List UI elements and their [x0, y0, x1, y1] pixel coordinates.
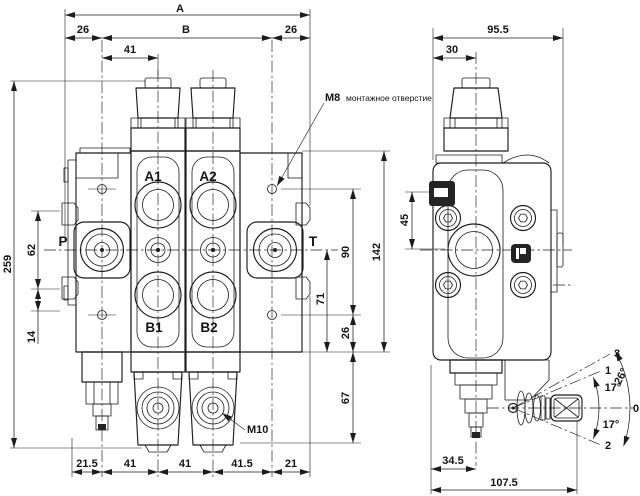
- dim-107-5-label: 107.5: [490, 477, 518, 489]
- dim-b-label: B: [182, 24, 190, 36]
- outlet-nut-top: [295, 202, 311, 226]
- dim-cap-offset: 30: [433, 44, 476, 61]
- bolt: [434, 204, 462, 232]
- lever-pos-2-label: 2: [605, 440, 611, 452]
- dim-41a-label: 41: [124, 458, 136, 470]
- dim-overall-height: 259: [2, 81, 17, 448]
- side-spool-bottom: [449, 359, 503, 438]
- dim-67-label: 67: [340, 392, 352, 404]
- dim-95-5-label: 95.5: [487, 24, 508, 36]
- port-a2-label: A2: [199, 169, 216, 184]
- dim-41b-label: 41: [179, 458, 191, 470]
- dim-41-5-label: 41.5: [231, 458, 252, 470]
- dim-bottom-chain: 21.5 41 41 41.5 21: [72, 458, 310, 475]
- side-view: 3 1 26° 17° 0 17° 2 95.5 30 45: [399, 24, 639, 494]
- m10-callout: M10: [221, 412, 268, 436]
- brand-logo: [511, 244, 531, 263]
- bolt: [434, 271, 462, 299]
- outlet-plate: [239, 152, 311, 353]
- m8-code: M8: [325, 92, 340, 104]
- dim-bolt-span: 45: [399, 192, 415, 249]
- m8-note: монтажное отверстие: [346, 93, 432, 103]
- dim-142-label: 142: [371, 243, 383, 261]
- port-b2: [189, 271, 237, 319]
- dim-259-label: 259: [2, 255, 14, 273]
- lever-pos-0-label: 0: [633, 403, 639, 415]
- spool-boot: [185, 351, 241, 453]
- mounting-hole: [88, 310, 116, 320]
- dim-26b-label: 26: [340, 327, 352, 339]
- valve-section-2: [185, 77, 241, 453]
- m8-callout: M8 монтажное отверстие: [276, 92, 432, 187]
- dim-62-label: 62: [26, 244, 38, 256]
- p-port: [73, 221, 131, 279]
- dim-stem-offset: 34.5: [431, 455, 476, 472]
- bolt: [509, 204, 537, 232]
- front-view: P T A1 A2 B1 B2 A: [2, 3, 432, 477]
- lever-pos-3-label: 3: [614, 348, 620, 360]
- lever-angle-17-down-label: 17°: [603, 419, 620, 431]
- mounting-hole: [267, 310, 277, 320]
- dim-inlet-bolt-span: 62: [26, 211, 41, 289]
- dim-lower-step: 14: [26, 289, 41, 344]
- lever-assembly: [504, 359, 583, 426]
- inlet-nut-bottom: [61, 276, 79, 300]
- side-body: [429, 154, 564, 361]
- port-a2: [189, 181, 237, 229]
- dim-14-label: 14: [26, 330, 38, 343]
- dim-top-chain: 26 B 26: [65, 24, 310, 41]
- spool-cap: [185, 77, 241, 152]
- lever-angle-fan: 3 1 26° 17° 0 17° 2: [512, 348, 639, 452]
- port-a1-label: A1: [144, 169, 162, 184]
- relief-valve: [81, 351, 123, 431]
- lever-angle-17-up-label: 17°: [605, 382, 622, 394]
- spool-boot: [130, 351, 186, 453]
- dim-side-overall-length: 107.5: [431, 477, 577, 493]
- mounting-hole: [88, 184, 116, 194]
- dim-71-label: 71: [315, 293, 327, 305]
- dim-cap-pitch: 41: [102, 44, 158, 61]
- dim-26-right-label: 26: [285, 24, 297, 36]
- m10-code: M10: [247, 424, 268, 436]
- port-b1: [134, 271, 182, 319]
- spool-cap: [130, 77, 186, 152]
- dim-right-chain: 90 26 67: [340, 189, 356, 443]
- dim-45-label: 45: [399, 214, 411, 226]
- side-spool-cap: [443, 77, 509, 152]
- port-t-label: T: [309, 234, 318, 249]
- dim-side-overall-width: 95.5: [433, 24, 563, 41]
- dim-41-top-label: 41: [124, 44, 136, 56]
- bolt: [509, 271, 537, 299]
- dim-30-label: 30: [446, 44, 458, 56]
- outlet-nut-bottom: [295, 276, 311, 300]
- dim-t-port-height: 71: [315, 250, 330, 352]
- port-a1: [134, 181, 182, 229]
- dim-a-label: A: [176, 3, 184, 15]
- t-port: [246, 221, 304, 279]
- dim-plate-height: 142: [371, 151, 387, 352]
- dim-90-label: 90: [340, 246, 352, 258]
- port-p-label: P: [58, 234, 67, 249]
- front-extension-lines: [10, 9, 390, 477]
- lever-pos-1-label: 1: [605, 365, 611, 377]
- inlet-nut-top: [61, 202, 79, 226]
- dim-26-left-label: 26: [77, 24, 89, 36]
- dim-21-label: 21: [285, 458, 297, 470]
- valve-section-1: [130, 77, 186, 453]
- dim-overall-width: A: [65, 3, 310, 18]
- dim-34-5-label: 34.5: [442, 455, 463, 467]
- dim-21-5-label: 21.5: [76, 458, 97, 470]
- mounting-hole: [267, 184, 277, 194]
- lever-handle: [550, 394, 583, 422]
- port-b1-label: B1: [145, 320, 163, 335]
- port-b2-label: B2: [200, 320, 217, 335]
